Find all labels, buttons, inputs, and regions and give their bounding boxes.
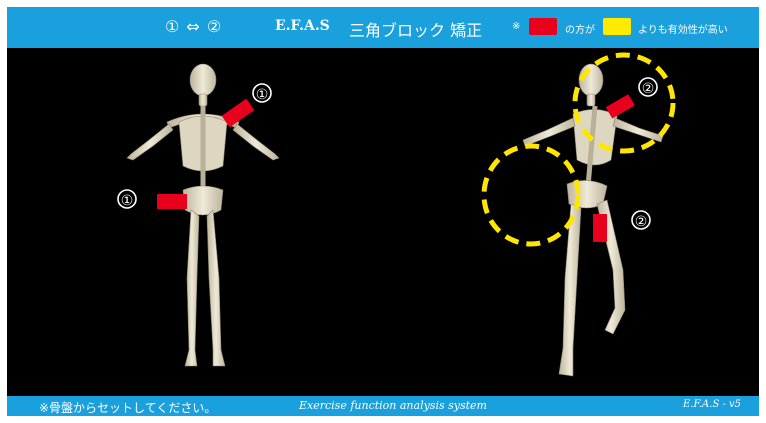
- marker-right-shoulder: ②: [642, 81, 655, 97]
- highlight-circle-hip: [484, 146, 578, 244]
- neck: [199, 94, 207, 106]
- slide-frame: ① ⇔ ② E.F.A.S 三角ブロック 矯正 ※ の方が よりも有効性が高い: [7, 7, 759, 416]
- skeleton-figure: ① ① ② ②: [7, 48, 759, 396]
- neck: [587, 94, 595, 106]
- marker-right-thigh: ②: [635, 214, 648, 230]
- figure-stage: ① ① ② ②: [7, 48, 759, 396]
- arm-left: [523, 118, 575, 146]
- marker-left-pelvis: ①: [121, 193, 134, 209]
- footer-bar: ※骨盤からセットしてください。 Exercise function analys…: [7, 396, 759, 416]
- block-left-pelvis: [157, 194, 187, 209]
- left-arm-left: [127, 124, 173, 160]
- left-skeleton: [127, 64, 279, 366]
- legend-suffix: よりも有効性が高い: [638, 21, 728, 36]
- pelvis: [183, 186, 223, 215]
- arm-right: [613, 118, 663, 142]
- leg-standing: [559, 204, 581, 376]
- header-bar: ① ⇔ ② E.F.A.S 三角ブロック 矯正 ※ の方が よりも有効性が高い: [7, 7, 759, 48]
- legend-yellow-swatch: [603, 18, 631, 35]
- sequence-label: ① ⇔ ②: [165, 17, 222, 36]
- brand-label: E.F.A.S: [275, 18, 330, 34]
- marker-left-shoulder: ①: [256, 87, 269, 103]
- leg-left: [185, 210, 199, 366]
- skull: [190, 64, 216, 96]
- left-arm-right: [233, 124, 279, 160]
- legend-red-swatch: [529, 18, 557, 35]
- legend-mid: の方が: [565, 21, 595, 36]
- slide-title: 三角ブロック 矯正: [349, 17, 482, 41]
- block-right-thigh: [593, 214, 607, 242]
- footer-note: ※骨盤からセットしてください。: [39, 399, 216, 416]
- footer-tagline: Exercise function analysis system: [299, 399, 487, 412]
- legend-prefix: ※: [512, 21, 520, 32]
- footer-version: E.F.A.S - v5: [683, 399, 741, 410]
- leg-right: [207, 210, 225, 366]
